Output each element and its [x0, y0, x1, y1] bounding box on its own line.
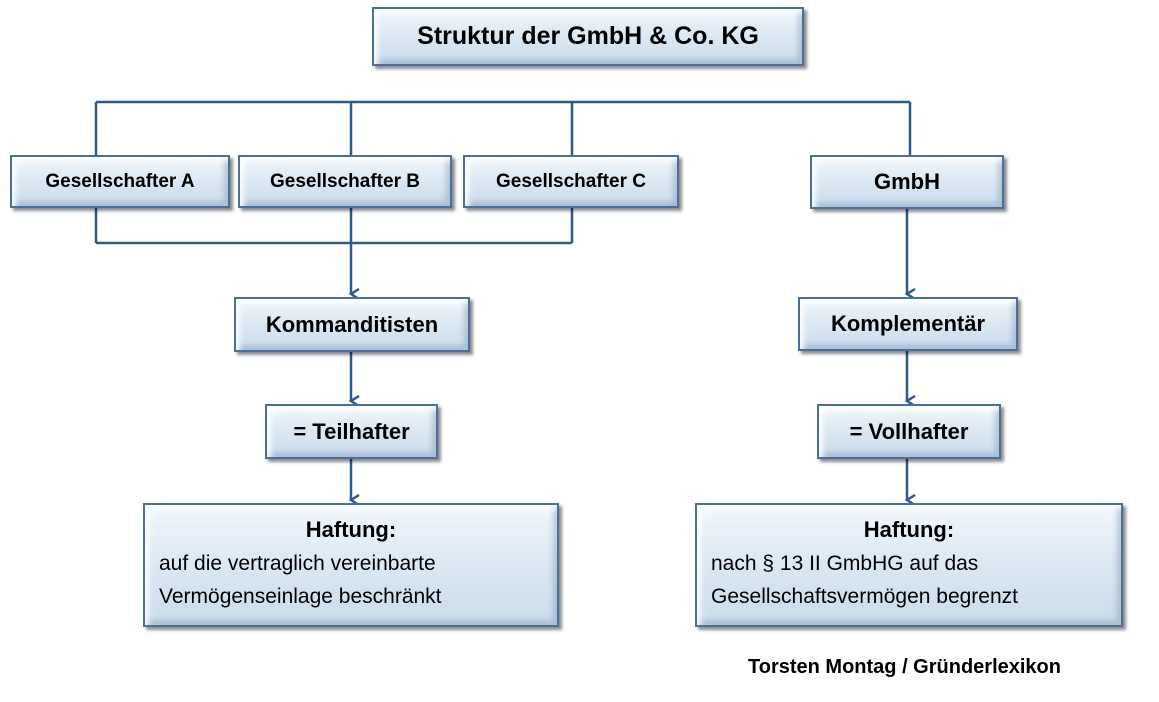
- box-vollhafter: = Vollhafter: [817, 404, 1001, 459]
- haftung-heading: Haftung:: [863, 517, 955, 542]
- diagram-title: Struktur der GmbH & Co. KG: [372, 7, 804, 66]
- haftung-text-line: Vermögenseinlage beschränkt: [159, 585, 442, 608]
- box-haftung-komplementaer: Haftung: nach § 13 II GmbHG auf das Gese…: [695, 503, 1123, 627]
- box-teilhafter: = Teilhafter: [265, 404, 438, 459]
- haftung-text-line: auf die vertraglich vereinbarte: [159, 552, 436, 575]
- haftung-text-line: nach § 13 II GmbHG auf das: [711, 552, 979, 575]
- box-komplementaer: Komplementär: [798, 297, 1018, 351]
- box-gesellschafter-c: Gesellschafter C: [463, 155, 679, 208]
- box-gmbh: GmbH: [810, 155, 1004, 209]
- box-kommanditisten: Kommanditisten: [234, 297, 470, 352]
- haftung-text-line: Gesellschaftsvermögen begrenzt: [711, 585, 1018, 608]
- haftung-heading: Haftung:: [305, 517, 397, 542]
- box-gesellschafter-a: Gesellschafter A: [10, 155, 230, 208]
- box-haftung-kommanditisten: Haftung: auf die vertraglich vereinbarte…: [143, 503, 559, 627]
- source-credit: Torsten Montag / Gründerlexikon: [748, 656, 1061, 678]
- box-gesellschafter-b: Gesellschafter B: [238, 155, 452, 208]
